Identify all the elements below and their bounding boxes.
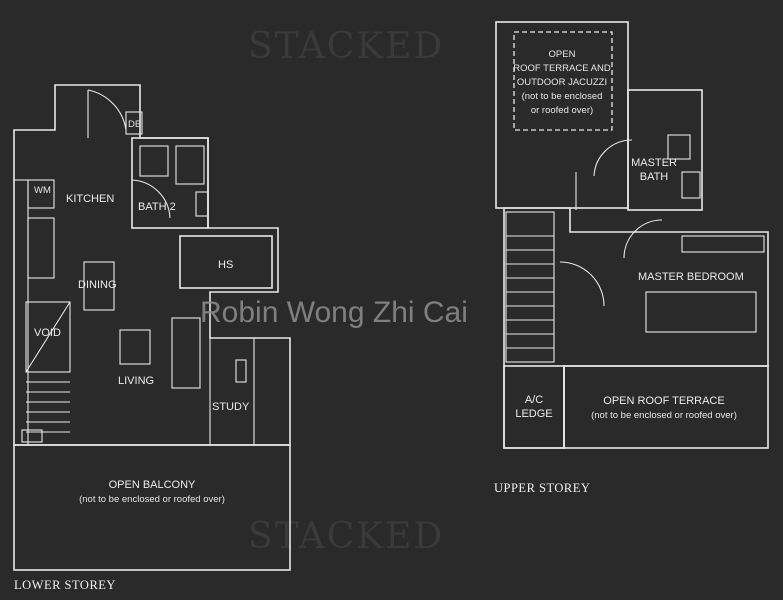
roof-line-2: ROOF TERRACE AND: [513, 63, 611, 74]
study-label: STUDY: [212, 401, 250, 413]
wm-label: WM: [34, 185, 51, 196]
master-bath-label-2: BATH: [640, 171, 669, 183]
db-label: DB: [128, 119, 141, 130]
master-bath-label-1: MASTER: [631, 157, 677, 169]
roof-line-4: (not to be enclosed: [522, 91, 603, 102]
bath2-label: BATH 2: [138, 201, 176, 213]
roof-line-5: or roofed over): [531, 105, 593, 116]
open-roof-terrace-label: OPEN ROOF TERRACE: [603, 395, 724, 407]
upper-storey-caption: UPPER STOREY: [494, 481, 590, 495]
open-balcony-label: OPEN BALCONY: [109, 479, 196, 491]
owner-watermark: Robin Wong Zhi Cai: [200, 296, 468, 329]
roof-line-1: OPEN: [549, 49, 576, 60]
open-balcony-note: (not to be enclosed or roofed over): [79, 494, 225, 505]
roof-line-3: OUTDOOR JACUZZI: [517, 77, 607, 88]
open-roof-terrace-note: (not to be enclosed or roofed over): [591, 410, 737, 421]
living-label: LIVING: [118, 375, 154, 387]
kitchen-label: KITCHEN: [66, 193, 114, 205]
master-bedroom-label: MASTER BEDROOM: [638, 271, 744, 283]
stacked-watermark-bottom: STACKED: [248, 516, 444, 557]
hs-label: HS: [218, 259, 233, 271]
lower-storey-plan: [13, 84, 291, 571]
dining-label: DINING: [78, 279, 117, 291]
stacked-watermark-top: STACKED: [248, 26, 444, 67]
upper-storey-plan: [495, 21, 769, 449]
ac-ledge-label-2: LEDGE: [515, 408, 552, 420]
lower-storey-caption: LOWER STOREY: [14, 578, 116, 592]
void-label: VOID: [34, 327, 61, 339]
ac-ledge-label-1: A/C: [525, 394, 543, 406]
